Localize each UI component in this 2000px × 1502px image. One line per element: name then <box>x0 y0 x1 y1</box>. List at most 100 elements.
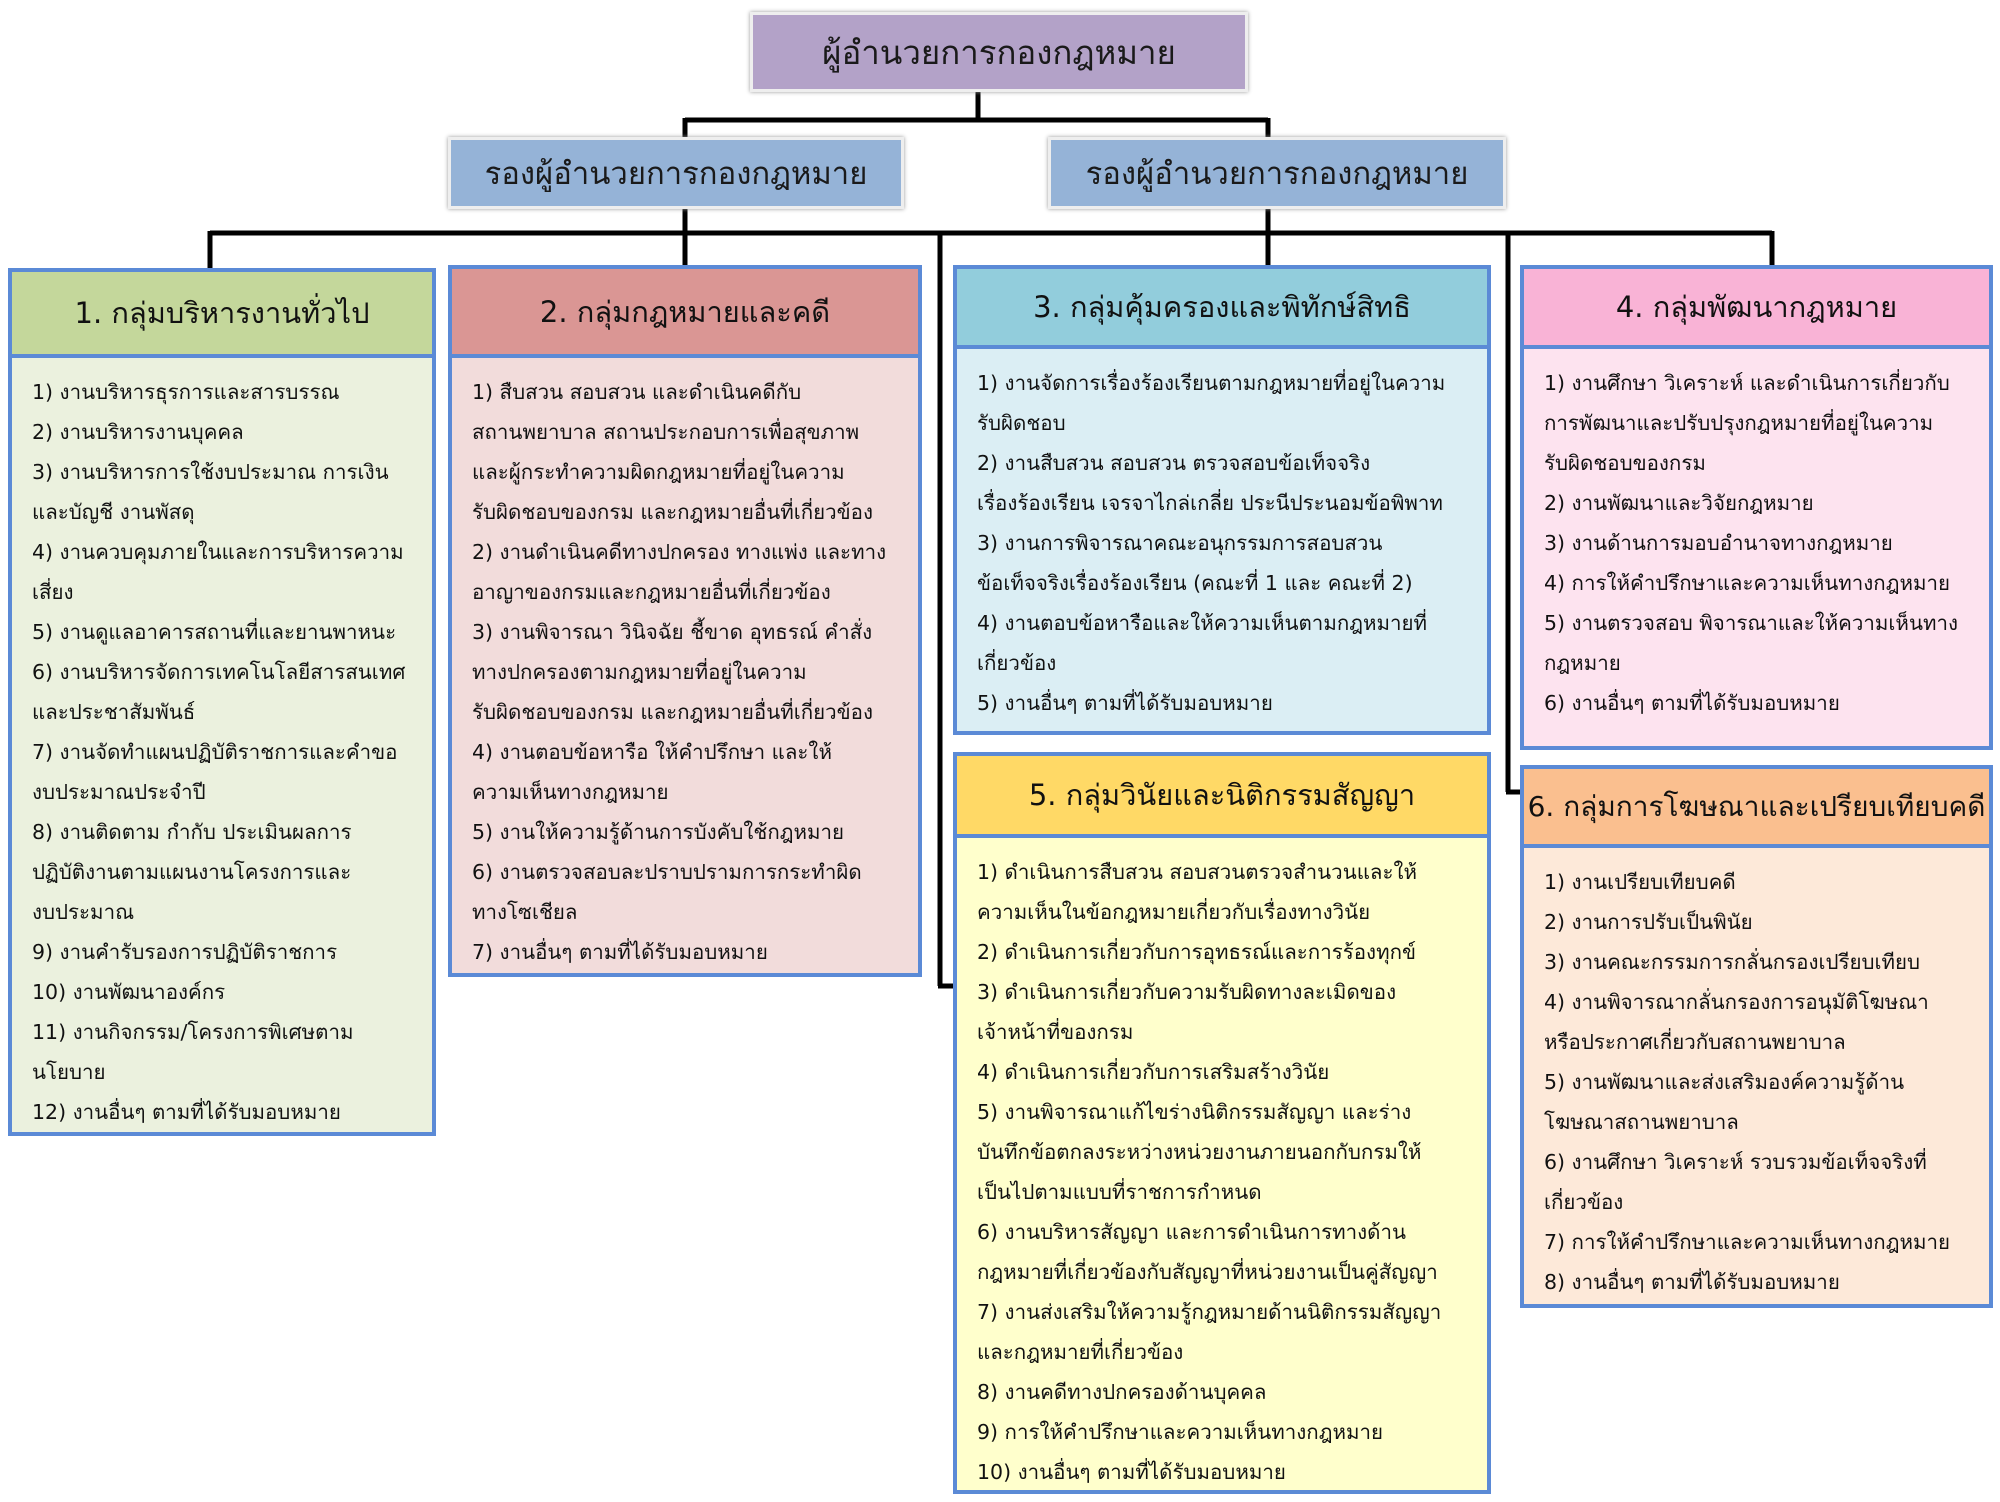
group-1-item: 12) งานอื่นๆ ตามที่ได้รับมอบหมาย <box>32 1100 341 1124</box>
group-6-item: 3) งานคณะกรรมการกลั่นกรองเปรียบเทียบ <box>1544 950 1921 974</box>
group-title: 1. กลุ่มบริหารงานทั่วไป <box>74 296 370 330</box>
group-3-item: 4) งานตอบข้อหารือและให้ความเห็นตามกฎหมาย… <box>977 611 1428 635</box>
group-6-item: 2) งานการปรับเป็นพินัย <box>1544 910 1753 934</box>
group-5-item: 4) ดำเนินการเกี่ยวกับการเสริมสร้างวินัย <box>977 1060 1330 1084</box>
group-1-item: ปฏิบัติงานตามแผนงานโครงการและ <box>32 860 352 884</box>
group-6-item: 4) งานพิจารณากลั่นกรองการอนุมัติโฆษณา <box>1544 990 1929 1014</box>
group-3-item: 2) งานสืบสวน สอบสวน ตรวจสอบข้อเท็จจริง <box>977 451 1371 475</box>
director-title: ผู้อำนวยการกองกฎหมาย <box>822 32 1176 72</box>
group-2-item: ความเห็นทางกฎหมาย <box>472 780 669 804</box>
group-2-item: อาญาของกรมและกฎหมายอื่นที่เกี่ยวข้อง <box>472 580 831 604</box>
group-6-header: 6. กลุ่มการโฆษณาและเปรียบเทียบคดี <box>1524 769 1989 848</box>
group-3-item: 5) งานอื่นๆ ตามที่ได้รับมอบหมาย <box>977 691 1273 715</box>
group-5-box: 5. กลุ่มวินัยและนิติกรรมสัญญา 1) ดำเนินก… <box>953 752 1491 1494</box>
group-5-item: 3) ดำเนินการเกี่ยวกับความรับผิดทางละเมิด… <box>977 980 1397 1004</box>
group-3-header: 3. กลุ่มคุ้มครองและพิทักษ์สิทธิ <box>957 269 1487 349</box>
group-5-item: 2) ดำเนินการเกี่ยวกับการอุทธรณ์และการร้อ… <box>977 940 1417 964</box>
group-title: 2. กลุ่มกฎหมายและคดี <box>539 294 831 329</box>
group-6-item: หรือประกาศเกี่ยวกับสถานพยาบาล <box>1544 1030 1846 1054</box>
group-5-item: 6) งานบริหารสัญญา และการดำเนินการทางด้าน <box>977 1220 1407 1244</box>
group-2-box: 2. กลุ่มกฎหมายและคดี 1) สืบสวน สอบสวน แล… <box>448 265 922 977</box>
group-3-item: 1) งานจัดการเรื่องร้องเรียนตามกฎหมายที่อ… <box>977 371 1446 395</box>
group-2-item: 4) งานตอบข้อหารือ ให้คำปรึกษา และให้ <box>472 740 832 764</box>
group-2-item: ทางโซเชียล <box>472 900 578 924</box>
group-1-item: 6) งานบริหารจัดการเทคโนโลยีสารสนเทศ <box>32 660 406 684</box>
group-4-header: 4. กลุ่มพัฒนากฎหมาย <box>1524 269 1989 349</box>
group-4-box: 4. กลุ่มพัฒนากฎหมาย 1) งานศึกษา วิเคราะห… <box>1520 265 1993 750</box>
group-1-items: 1) งานบริหารธุรการและสารบรรณ 2) งานบริหาร… <box>12 358 432 1142</box>
group-title: 5. กลุ่มวินัยและนิติกรรมสัญญา <box>1028 778 1416 812</box>
group-1-item: 10) งานพัฒนาองค์กร <box>32 980 226 1004</box>
group-5-item: และกฎหมายที่เกี่ยวข้อง <box>977 1340 1184 1364</box>
group-4-item: 3) งานด้านการมอบอำนาจทางกฎหมาย <box>1544 531 1893 555</box>
deputy-title: รองผู้อำนวยการกองกฎหมาย <box>484 156 868 192</box>
group-1-header: 1. กลุ่มบริหารงานทั่วไป <box>12 272 432 358</box>
group-4-items: 1) งานศึกษา วิเคราะห์ และดำเนินการเกี่ยว… <box>1524 349 1989 733</box>
group-1-item: 4) งานควบคุมภายในและการบริหารความ <box>32 540 404 564</box>
group-1-item: นโยบาย <box>32 1060 106 1084</box>
group-5-item: เป็นไปตามแบบที่ราชการกำหนด <box>977 1180 1262 1204</box>
deputy-box-left: รองผู้อำนวยการกองกฎหมาย <box>448 137 904 209</box>
group-4-item: 4) การให้คำปรึกษาและความเห็นทางกฎหมาย <box>1544 571 1951 595</box>
group-4-item: 1) งานศึกษา วิเคราะห์ และดำเนินการเกี่ยว… <box>1544 371 1950 395</box>
group-2-item: รับผิดชอบของกรม และกฎหมายอื่นที่เกี่ยวข้… <box>472 500 874 524</box>
group-2-items: 1) สืบสวน สอบสวน และดำเนินคดีกับสถานพยาบ… <box>452 358 918 982</box>
group-4-item: 5) งานตรวจสอบ พิจารณาและให้ความเห็นทาง <box>1544 611 1958 635</box>
group-2-header: 2. กลุ่มกฎหมายและคดี <box>452 269 918 358</box>
group-title: 4. กลุ่มพัฒนากฎหมาย <box>1615 290 1898 324</box>
group-1-box: 1. กลุ่มบริหารงานทั่วไป 1) งานบริหารธุรก… <box>8 268 436 1136</box>
group-1-item: และบัญชี งานพัสดุ <box>32 500 195 524</box>
group-6-item: 1) งานเปรียบเทียบคดี <box>1544 870 1736 894</box>
group-5-item: เจ้าหน้าที่ของกรม <box>977 1020 1134 1044</box>
group-1-item: 1) งานบริหารธุรการและสารบรรณ <box>32 380 340 404</box>
group-5-item: บันทึกข้อตกลงระหว่างหน่วยงานภายนอกกับกรม… <box>977 1140 1422 1164</box>
group-1-item: 7) งานจัดทำแผนปฏิบัติราชการและคำขอ <box>32 740 398 764</box>
group-2-item: และผู้กระทำความผิดกฎหมายที่อยู่ในความ <box>472 460 845 484</box>
group-6-items: 1) งานเปรียบเทียบคดี 2) งานการปรับเป็นพิน… <box>1524 848 1989 1312</box>
group-6-item: โฆษณาสถานพยาบาล <box>1544 1110 1739 1134</box>
group-4-item: 6) งานอื่นๆ ตามที่ได้รับมอบหมาย <box>1544 691 1840 715</box>
group-3-item: เรื่องร้องเรียน เจรจาไกล่เกลี่ย ประนีประ… <box>977 491 1443 515</box>
group-6-item: 8) งานอื่นๆ ตามที่ได้รับมอบหมาย <box>1544 1270 1840 1294</box>
deputy-title: รองผู้อำนวยการกองกฎหมาย <box>1085 156 1469 192</box>
group-5-item: 8) งานคดีทางปกครองด้านบุคคล <box>977 1380 1267 1404</box>
group-2-item: สถานพยาบาล สถานประกอบการเพื่อสุขภาพ <box>472 420 860 444</box>
group-3-item: รับผิดชอบ <box>977 411 1066 435</box>
group-6-item: เกี่ยวข้อง <box>1544 1190 1624 1214</box>
group-3-item: 3) งานการพิจารณาคณะอนุกรรมการสอบสวน <box>977 531 1383 555</box>
group-5-item: 1) ดำเนินการสืบสวน สอบสวนตรวจสำนวนและให้ <box>977 860 1418 884</box>
group-5-item: 5) งานพิจารณาแก้ไขร่างนิติกรรมสัญญา และร… <box>977 1100 1412 1124</box>
group-1-item: 2) งานบริหารงานบุคคล <box>32 420 244 444</box>
group-5-item: ความเห็นในข้อกฎหมายเกี่ยวกับเรื่องทางวิน… <box>977 900 1371 924</box>
group-2-item: 3) งานพิจารณา วินิจฉัย ชี้ขาด อุทธรณ์ คำ… <box>472 620 873 644</box>
group-2-item: 5) งานให้ความรู้ด้านการบังคับใช้กฎหมาย <box>472 820 845 844</box>
group-1-item: 5) งานดูแลอาคารสถานที่และยานพาหนะ <box>32 620 397 644</box>
group-5-item: 7) งานส่งเสริมให้ความรู้กฎหมายด้านนิติกร… <box>977 1300 1442 1324</box>
group-1-item: 9) งานคำรับรองการปฏิบัติราชการ <box>32 940 338 964</box>
group-2-item: 6) งานตรวจสอบละปราบปรามการกระทำผิด <box>472 860 862 884</box>
group-6-item: 7) การให้คำปรึกษาและความเห็นทางกฎหมาย <box>1544 1230 1951 1254</box>
group-1-item: 8) งานติดตาม กำกับ ประเมินผลการ <box>32 820 352 844</box>
group-4-item: การพัฒนาและปรับปรุงกฎหมายที่อยู่ในความ <box>1544 411 1934 435</box>
group-3-items: 1) งานจัดการเรื่องร้องเรียนตามกฎหมายที่อ… <box>957 349 1487 733</box>
group-1-item: งบประมาณประจำปี <box>32 780 206 804</box>
group-6-box: 6. กลุ่มการโฆษณาและเปรียบเทียบคดี 1) งาน… <box>1520 765 1993 1308</box>
group-title: 6. กลุ่มการโฆษณาและเปรียบเทียบคดี <box>1527 789 1986 823</box>
group-5-item: 10) งานอื่นๆ ตามที่ได้รับมอบหมาย <box>977 1460 1286 1484</box>
group-2-item: รับผิดชอบของกรม และกฎหมายอื่นที่เกี่ยวข้… <box>472 700 874 724</box>
group-5-header: 5. กลุ่มวินัยและนิติกรรมสัญญา <box>957 756 1487 838</box>
group-2-item: ทางปกครองตามกฎหมายที่อยู่ในความ <box>472 660 807 684</box>
group-5-item: กฎหมายที่เกี่ยวข้องกับสัญญาที่หน่วยงานเป… <box>977 1260 1438 1284</box>
group-2-item: 2) งานดำเนินคดีทางปกครอง ทางแพ่ง และทาง <box>472 540 887 564</box>
group-5-item: 9) การให้คำปรึกษาและความเห็นทางกฎหมาย <box>977 1420 1384 1444</box>
group-1-item: งบประมาณ <box>32 900 135 924</box>
group-3-item: เกี่ยวข้อง <box>977 651 1057 675</box>
group-1-item: 11) งานกิจกรรม/โครงการพิเศษตาม <box>32 1020 354 1044</box>
deputy-box-right: รองผู้อำนวยการกองกฎหมาย <box>1048 137 1506 209</box>
group-4-item: รับผิดชอบของกรม <box>1544 451 1706 475</box>
group-1-item: และประชาสัมพันธ์ <box>32 700 196 724</box>
group-2-item: 1) สืบสวน สอบสวน และดำเนินคดีกับ <box>472 380 802 404</box>
group-title: 3. กลุ่มคุ้มครองและพิทักษ์สิทธิ <box>1033 290 1411 324</box>
group-1-item: เสี่ยง <box>32 580 74 604</box>
